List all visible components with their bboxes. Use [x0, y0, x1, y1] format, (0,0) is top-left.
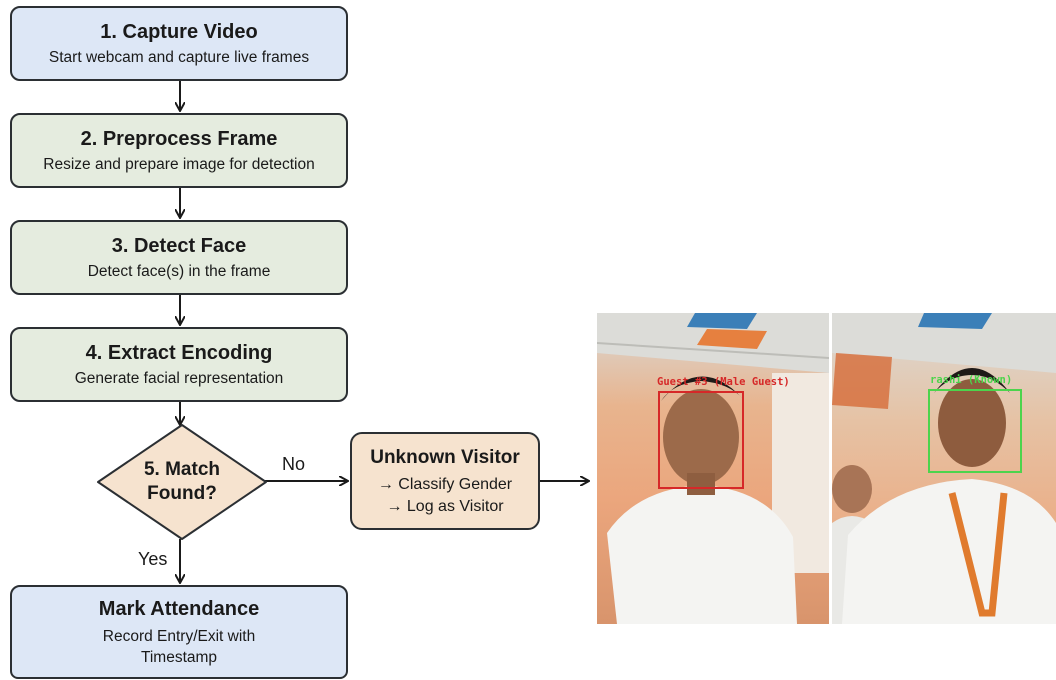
step-capture-video: 1. Capture Video Start webcam and captur… — [10, 6, 348, 81]
known-face-box — [928, 389, 1022, 473]
attendance-title: Mark Attendance — [98, 597, 260, 620]
step-title: 1. Capture Video — [100, 20, 258, 43]
step-preprocess-frame: 2. Preprocess Frame Resize and prepare i… — [10, 113, 348, 188]
unknown-visitor-box: Unknown Visitor → Classify Gender → Log … — [350, 432, 540, 530]
unknown-visitor-title: Unknown Visitor — [370, 446, 520, 468]
guest-scene — [597, 313, 829, 624]
guest-face-box — [658, 391, 744, 489]
step-title: 2. Preprocess Frame — [80, 127, 278, 150]
step-desc: Resize and prepare image for detection — [43, 155, 315, 173]
attendance-line-2: Timestamp — [140, 648, 218, 666]
step-desc: Start webcam and capture live frames — [48, 48, 310, 66]
decision-diamond — [97, 424, 267, 540]
step-desc: Generate facial representation — [74, 369, 284, 387]
step-mark-attendance: Mark Attendance Record Entry/Exit with T… — [10, 585, 348, 679]
edge-label-yes: Yes — [138, 549, 168, 569]
known-scene — [832, 313, 1056, 624]
step-desc: Detect face(s) in the frame — [87, 262, 271, 280]
webcam-photo-guest: Guest #3 (Male Guest) — [597, 313, 829, 624]
decision-label: 5. Match Found? — [112, 458, 252, 506]
decision-line-2: Found? — [147, 483, 217, 504]
unknown-visitor-line-2: → Log as Visitor — [386, 497, 504, 515]
guest-face-tag: Guest #3 (Male Guest) — [657, 376, 790, 388]
step-detect-face: 3. Detect Face Detect face(s) in the fra… — [10, 220, 348, 295]
step-extract-encoding: 4. Extract Encoding Generate facial repr… — [10, 327, 348, 402]
edge-label-no: No — [282, 454, 306, 474]
decision-line-1: 5. Match — [143, 459, 221, 480]
step-title: 3. Detect Face — [111, 234, 247, 257]
step-title: 4. Extract Encoding — [85, 341, 273, 364]
known-face-tag: rashi (Known) — [930, 374, 1013, 386]
attendance-line-1: Record Entry/Exit with — [102, 627, 256, 645]
unknown-visitor-line-1: → Classify Gender — [377, 475, 513, 493]
webcam-photo-known: rashi (Known) — [832, 313, 1056, 624]
